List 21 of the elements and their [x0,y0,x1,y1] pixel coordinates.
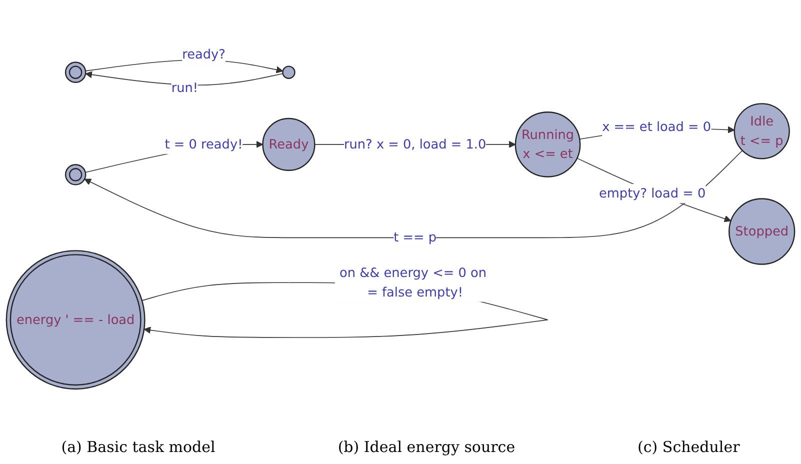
figure-caption: (a) Basic task model [61,438,216,456]
arrow [576,158,732,222]
edge-label: run! [171,80,198,96]
node-circle [64,164,86,186]
arrow [84,150,743,238]
figure-caption: (b) Ideal energy source [338,438,516,456]
figure-caption: (c) Scheduler [638,438,740,456]
node-circle: energy ' == - load [6,250,146,390]
node-circle [64,62,86,83]
node-circle: Stopped [728,198,796,265]
node-circle [282,66,296,79]
edge-label: t == p [394,230,437,245]
node-circle: Running x <= et [514,112,581,178]
node-circle: Idle t <= p [734,103,790,160]
edge-label: run? x = 0, load = 1.0 [344,136,486,152]
edge-label: on && energy <= 0 on = false empty! [340,264,486,300]
edge-label: t = 0 ready! [164,136,243,152]
node-circle: Ready [262,118,316,171]
edge-label: x == et load = 0 [602,118,711,134]
edge-label: empty? load = 0 [599,186,706,201]
edge-label: ready? [182,46,226,62]
